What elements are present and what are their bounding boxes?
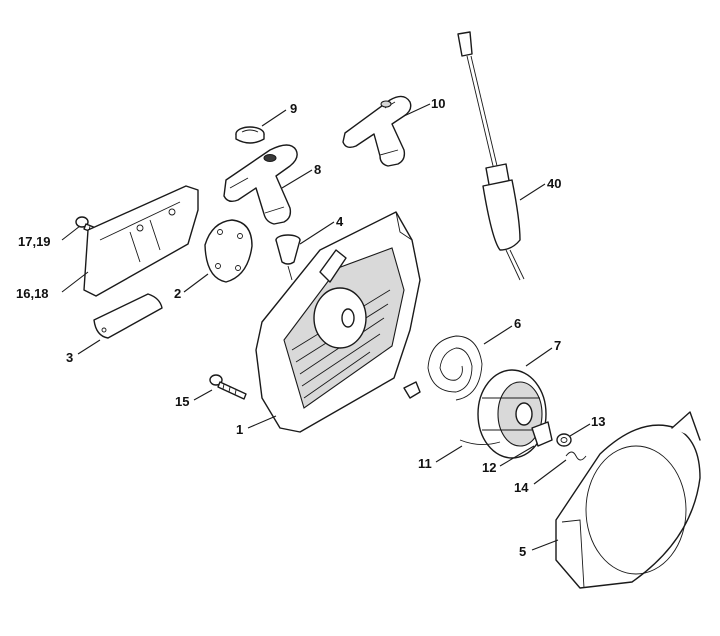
part-11-rope — [459, 439, 501, 445]
part-15-screw — [209, 374, 247, 400]
callout-14: 14 — [514, 480, 529, 495]
callout-17-19: 17,19 — [18, 234, 51, 249]
callout-7: 7 — [554, 338, 561, 353]
callout-12: 12 — [482, 460, 496, 475]
part-6-rewind-spring — [403, 335, 483, 401]
callout-2: 2 — [174, 286, 181, 301]
part-13-washer — [556, 433, 572, 447]
callout-4: 4 — [336, 214, 344, 229]
part-10-starter-grip — [342, 95, 412, 167]
part-40-rope-guide — [457, 31, 525, 281]
part-8-starter-grip — [223, 144, 298, 225]
part-12-pawl — [531, 421, 553, 447]
leader-lines — [61, 103, 591, 551]
part-5-starter-cover — [555, 411, 701, 589]
callout-9: 9 — [290, 101, 297, 116]
callout-10: 10 — [431, 96, 445, 111]
callout-labels: 9 10 8 40 17,19 4 16,18 2 6 3 7 15 13 1 … — [16, 96, 605, 559]
part-16-18-plate — [83, 185, 199, 297]
callout-1: 1 — [236, 422, 243, 437]
callout-13: 13 — [591, 414, 605, 429]
part-9-cap — [235, 126, 265, 144]
callout-3: 3 — [66, 350, 73, 365]
part-3-plate — [93, 293, 163, 339]
callout-15: 15 — [175, 394, 189, 409]
part-1-fan-housing — [255, 211, 421, 433]
callout-8: 8 — [314, 162, 321, 177]
callout-6: 6 — [514, 316, 521, 331]
part-4-bush — [275, 234, 301, 281]
part-2-disc — [204, 219, 253, 283]
callout-40: 40 — [547, 176, 561, 191]
callout-16-18: 16,18 — [16, 286, 49, 301]
part-7-rope-rotor — [477, 369, 547, 459]
part-14-spring-clip — [565, 451, 587, 461]
callout-11: 11 — [418, 456, 432, 471]
callout-5: 5 — [519, 544, 526, 559]
